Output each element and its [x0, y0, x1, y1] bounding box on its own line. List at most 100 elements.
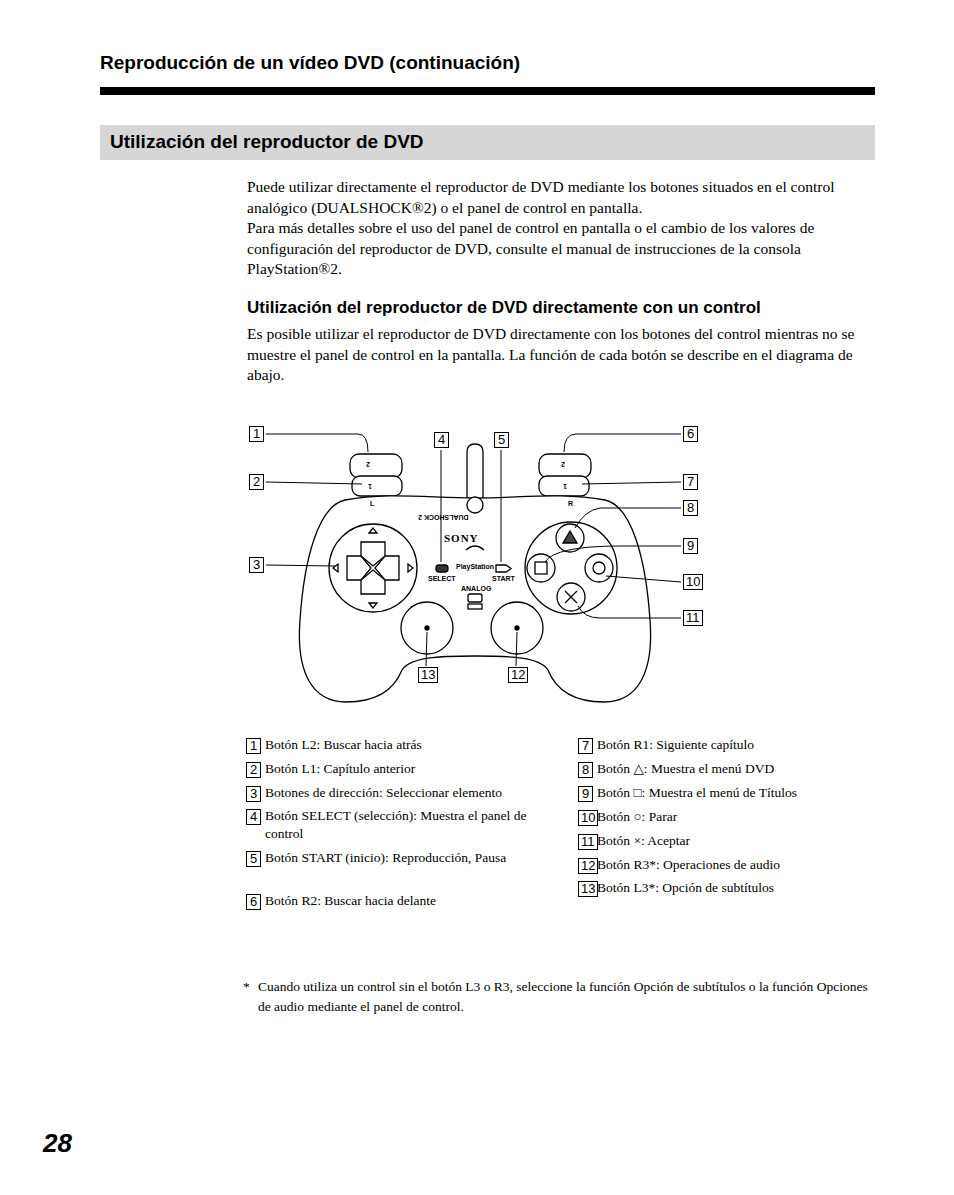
- leader-line: [266, 434, 368, 452]
- legend-number: 13: [578, 881, 598, 897]
- legend-number: 12: [578, 858, 598, 874]
- paragraph: Es posible utilizar el reproductor de DV…: [247, 324, 879, 386]
- brand-logo: SONY: [444, 532, 479, 544]
- paragraph: Para más detalles sobre el uso del panel…: [247, 218, 879, 280]
- l1-button: [352, 476, 402, 496]
- brand-logo: PlayStation: [456, 563, 494, 571]
- header-rule: [100, 87, 875, 95]
- leader-lines: [266, 434, 681, 666]
- triangle-symbol: [563, 531, 577, 543]
- callout-number: 4: [434, 432, 449, 448]
- button-marking: START: [492, 575, 515, 583]
- callout-number: 1: [249, 426, 264, 442]
- legend-number: 4: [246, 809, 261, 825]
- leader-line: [501, 450, 502, 562]
- cross-button: [557, 583, 585, 611]
- controller-body: [299, 496, 650, 702]
- callout-number: 3: [249, 557, 264, 573]
- legend-number: 9: [578, 786, 593, 802]
- legend-text: Botón ○: Parar: [597, 808, 887, 826]
- right-stick-center: [515, 626, 519, 630]
- select-button: [436, 565, 448, 572]
- leader-line: [582, 482, 681, 484]
- button-marking: 2: [561, 460, 565, 468]
- button-marking: ANALOG: [461, 585, 491, 593]
- l2-button: [350, 454, 402, 478]
- callout-number: 7: [683, 474, 698, 490]
- square-symbol: [535, 562, 547, 574]
- leader-line: [426, 632, 427, 666]
- dpad-arrows: [333, 528, 413, 608]
- start-button: [496, 565, 511, 572]
- r2-button: [539, 454, 591, 478]
- legend-number: 5: [246, 851, 261, 867]
- button-marking: L: [370, 500, 374, 508]
- legend-number: 3: [246, 786, 261, 802]
- left-stick-center: [425, 626, 429, 630]
- controller-logo: DUALSHOCK 2: [418, 513, 469, 521]
- callout-number: 12: [508, 667, 528, 683]
- callout-number: 13: [418, 667, 438, 683]
- r1-button: [539, 476, 589, 496]
- leader-line: [575, 508, 681, 528]
- face-well: [525, 522, 617, 614]
- footnote-mark: *: [243, 977, 250, 997]
- button-marking: R: [568, 500, 573, 508]
- cable: [467, 444, 483, 500]
- legend-number: 10: [578, 810, 598, 826]
- legend-text: Botón R2: Buscar hacia delante: [265, 892, 555, 910]
- legend-number: 6: [246, 894, 261, 910]
- circle-button: [585, 554, 613, 582]
- dpad-left: [347, 556, 371, 580]
- legend-text: Botón L2: Buscar hacia atrás: [265, 736, 555, 754]
- leader-line: [545, 546, 681, 562]
- circle-symbol: [593, 562, 605, 574]
- callout-number: 10: [683, 574, 703, 590]
- square-button: [527, 554, 555, 582]
- legend-number: 1: [246, 738, 261, 754]
- page-number: 28: [43, 1128, 72, 1159]
- legend-text: Botón L3*: Opción de subtítulos: [597, 879, 887, 897]
- legend-text: Botón L1: Capítulo anterior: [265, 760, 555, 778]
- legend-number: 2: [246, 762, 261, 778]
- button-marking: 1: [563, 482, 567, 490]
- button-marking: 2: [366, 460, 370, 468]
- running-head: Reproducción de un vídeo DVD (continuaci…: [100, 52, 520, 74]
- analog-button: [468, 594, 482, 602]
- legend-text: Botón ×: Aceptar: [597, 832, 887, 850]
- cross-symbol: [565, 591, 577, 603]
- leader-line: [606, 576, 681, 582]
- callout-number: 8: [683, 500, 698, 516]
- callout-number: 6: [683, 426, 698, 442]
- callout-number: 11: [683, 610, 703, 626]
- section-title: Utilización del reproductor de DVD: [110, 131, 424, 153]
- legend-text: Botones de dirección: Seleccionar elemen…: [265, 784, 555, 802]
- legend-text: Botón R3*: Operaciones de audio: [597, 856, 887, 874]
- leader-line: [564, 434, 681, 452]
- dpad-right: [375, 556, 399, 580]
- button-marking: 1: [368, 482, 372, 490]
- leader-line: [578, 606, 681, 618]
- ps-logo: [466, 546, 484, 550]
- analog-led: [468, 604, 482, 609]
- leader-line: [266, 482, 362, 484]
- section-band: [100, 125, 875, 160]
- controller: [299, 444, 650, 702]
- leader-line: [516, 632, 517, 666]
- callout-number: 5: [494, 432, 509, 448]
- legend-number: 8: [578, 762, 593, 778]
- button-marking: SELECT: [428, 575, 456, 583]
- legend-text: Botón △: Muestra el menú DVD: [597, 760, 887, 778]
- callout-number: 9: [683, 538, 698, 554]
- cable-port: [467, 497, 483, 513]
- dpad-well: [329, 524, 417, 612]
- legend-number: 7: [578, 738, 593, 754]
- callout-number: 2: [249, 474, 264, 490]
- legend-text: Botón SELECT (selección): Muestra el pan…: [265, 807, 555, 843]
- paragraph: Puede utilizar directamente el reproduct…: [247, 177, 879, 218]
- legend-text: Botón □: Muestra el menú de Títulos: [597, 784, 887, 802]
- footnote: Cuando utiliza un control sin el botón L…: [258, 977, 876, 1017]
- leader-line: [441, 450, 442, 562]
- legend-text: Botón R1: Siguiente capítulo: [597, 736, 887, 754]
